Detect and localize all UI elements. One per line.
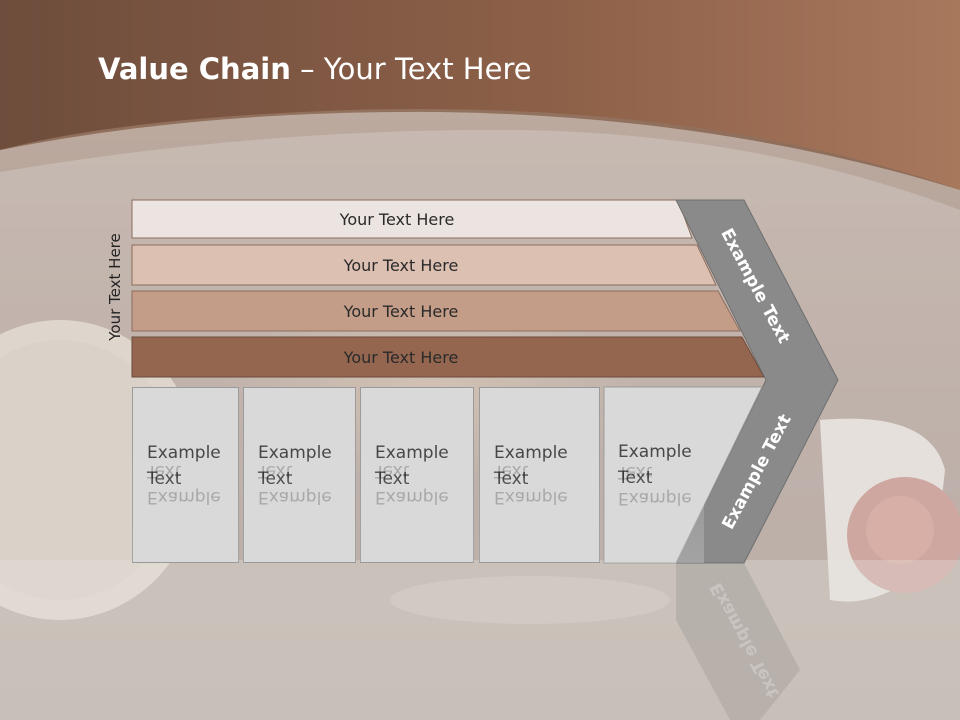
box-4-line2: Text [494,466,599,492]
activity-box-4: Example Text [479,387,600,563]
chevron-shape [675,199,839,564]
box-1-line1: Example [147,440,238,466]
activity-box-2: Example Text [243,387,356,563]
bar-2: Your Text Here [132,246,700,284]
title-bold: Value Chain [98,52,291,86]
bar-1: Your Text Here [132,200,692,238]
bar-3-label: Your Text Here [343,301,459,321]
bar-3: Your Text Here [132,292,700,330]
bar-2-label: Your Text Here [343,255,459,275]
bar-shape-2 [131,244,717,286]
title-rest: – Your Text Here [290,52,532,86]
box-3-line2: Text [375,466,473,492]
box-3-line1: Example [375,440,473,466]
activity-box-5: Example Text [604,387,724,563]
bar-4-label: Your Text Here [343,347,459,367]
box-4-line1: Example [494,440,599,466]
activity-box-1: Example Text [132,387,239,563]
box-2-line2: Text [258,466,355,492]
box-5-line2: Text [618,465,724,491]
bar-shape-1 [131,199,693,239]
bar-4: Your Text Here [132,338,700,376]
box-1-line2: Text [147,466,238,492]
chevron-reflection [676,563,800,720]
box-5-line1: Example [618,439,724,465]
box-2-line1: Example [258,440,355,466]
box-shape-5 [603,386,763,564]
bar-1-label: Your Text Here [339,209,455,229]
slide-title: Value Chain – Your Text Here [98,52,532,86]
bar-shape-3 [131,290,741,332]
activity-box-3: Example Text [360,387,474,563]
